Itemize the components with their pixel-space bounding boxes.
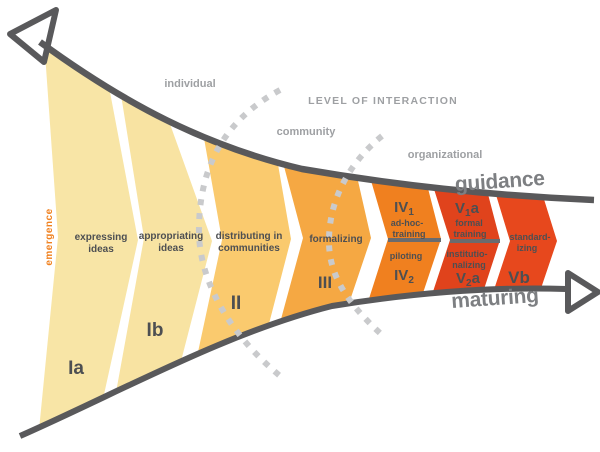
zone-label-community: community bbox=[277, 126, 337, 138]
phase-V1a-label-line1: formal bbox=[455, 218, 483, 228]
guidance-arrow-label: guidance bbox=[454, 167, 545, 196]
phase-V1a-numeral-suffix: a bbox=[471, 200, 480, 217]
phase-IV2-label: piloting bbox=[390, 251, 423, 261]
maturing-curve bbox=[18, 285, 567, 439]
interaction-axis-title: LEVEL OF INTERACTION bbox=[308, 95, 458, 107]
phase-IV2-numeral-sub: 2 bbox=[408, 275, 414, 286]
phase-V2a-label-line1: institutio- bbox=[447, 249, 488, 259]
phase-III-numeral: III bbox=[318, 273, 332, 292]
phase-V1a-numeral: V1a bbox=[455, 200, 480, 219]
phase-V2a-numeral: V2a bbox=[456, 270, 481, 289]
phase-Ib-label-line2: ideas bbox=[158, 243, 184, 254]
phase-II-numeral: II bbox=[231, 293, 242, 314]
phase-IV1-numeral: IV1 bbox=[394, 199, 414, 218]
phase-Ia-shape bbox=[38, 42, 138, 440]
maturing-arrowhead-icon bbox=[565, 270, 600, 314]
phase-Ib-numeral: Ib bbox=[147, 320, 164, 341]
phase-II-label-line1: distributing in bbox=[216, 231, 283, 242]
guidance-arrowhead-icon bbox=[7, 7, 59, 65]
phase-IV2-numeral: IV2 bbox=[394, 267, 414, 286]
phase-Ib-label-line1: appropriating bbox=[139, 231, 203, 242]
phase-Vb-label-line1: standard- bbox=[509, 232, 550, 242]
phase-Vb-shape bbox=[484, 175, 557, 320]
phase-II-shape bbox=[192, 110, 291, 380]
phase-V2a-label-line2: nalizing bbox=[452, 260, 486, 270]
phase-Ia-numeral: Ia bbox=[68, 358, 84, 379]
phase-V-shape bbox=[422, 170, 500, 325]
phase-IV1-numeral-main: IV bbox=[394, 199, 408, 216]
phase-III-shape bbox=[274, 140, 371, 345]
phase-IV1-numeral-sub: 1 bbox=[408, 207, 414, 218]
phase-Ia-label-line2: ideas bbox=[88, 244, 114, 255]
boundary-individual-community bbox=[195, 87, 287, 383]
phase-IV1-label-line1: ad-hoc- bbox=[391, 218, 424, 228]
phase-V1a-label-line2: training bbox=[454, 229, 487, 239]
phase-Ia-label-line1: expressing bbox=[75, 232, 128, 243]
maturing-arrow-label: maturing bbox=[450, 284, 539, 313]
phase-IV1-label-line2: training bbox=[393, 229, 426, 239]
phase-IV-shape bbox=[359, 160, 441, 330]
zone-label-organizational: organizational bbox=[408, 149, 483, 161]
phase-V1a-numeral-sub: 1 bbox=[465, 208, 471, 219]
phase-Ib-shape bbox=[111, 70, 212, 420]
phase-IV2-numeral-main: IV bbox=[394, 267, 408, 284]
phase-V1a-numeral-main: V bbox=[455, 200, 465, 217]
phase-Vb-label-line2: izing bbox=[517, 243, 538, 253]
guidance-curve bbox=[38, 39, 595, 204]
phase-V2a-numeral-sub: 2 bbox=[466, 278, 472, 289]
phase-V2a-numeral-suffix: a bbox=[472, 270, 481, 287]
zone-label-individual: individual bbox=[164, 78, 215, 90]
phase-III-label: formalizing bbox=[309, 234, 362, 245]
emergence-side-label: emergence bbox=[44, 208, 55, 265]
phase-V2a-numeral-main: V bbox=[456, 270, 466, 287]
phase-II-label-line2: communities bbox=[218, 243, 280, 254]
phase-Vb-numeral: Vb bbox=[508, 268, 530, 287]
